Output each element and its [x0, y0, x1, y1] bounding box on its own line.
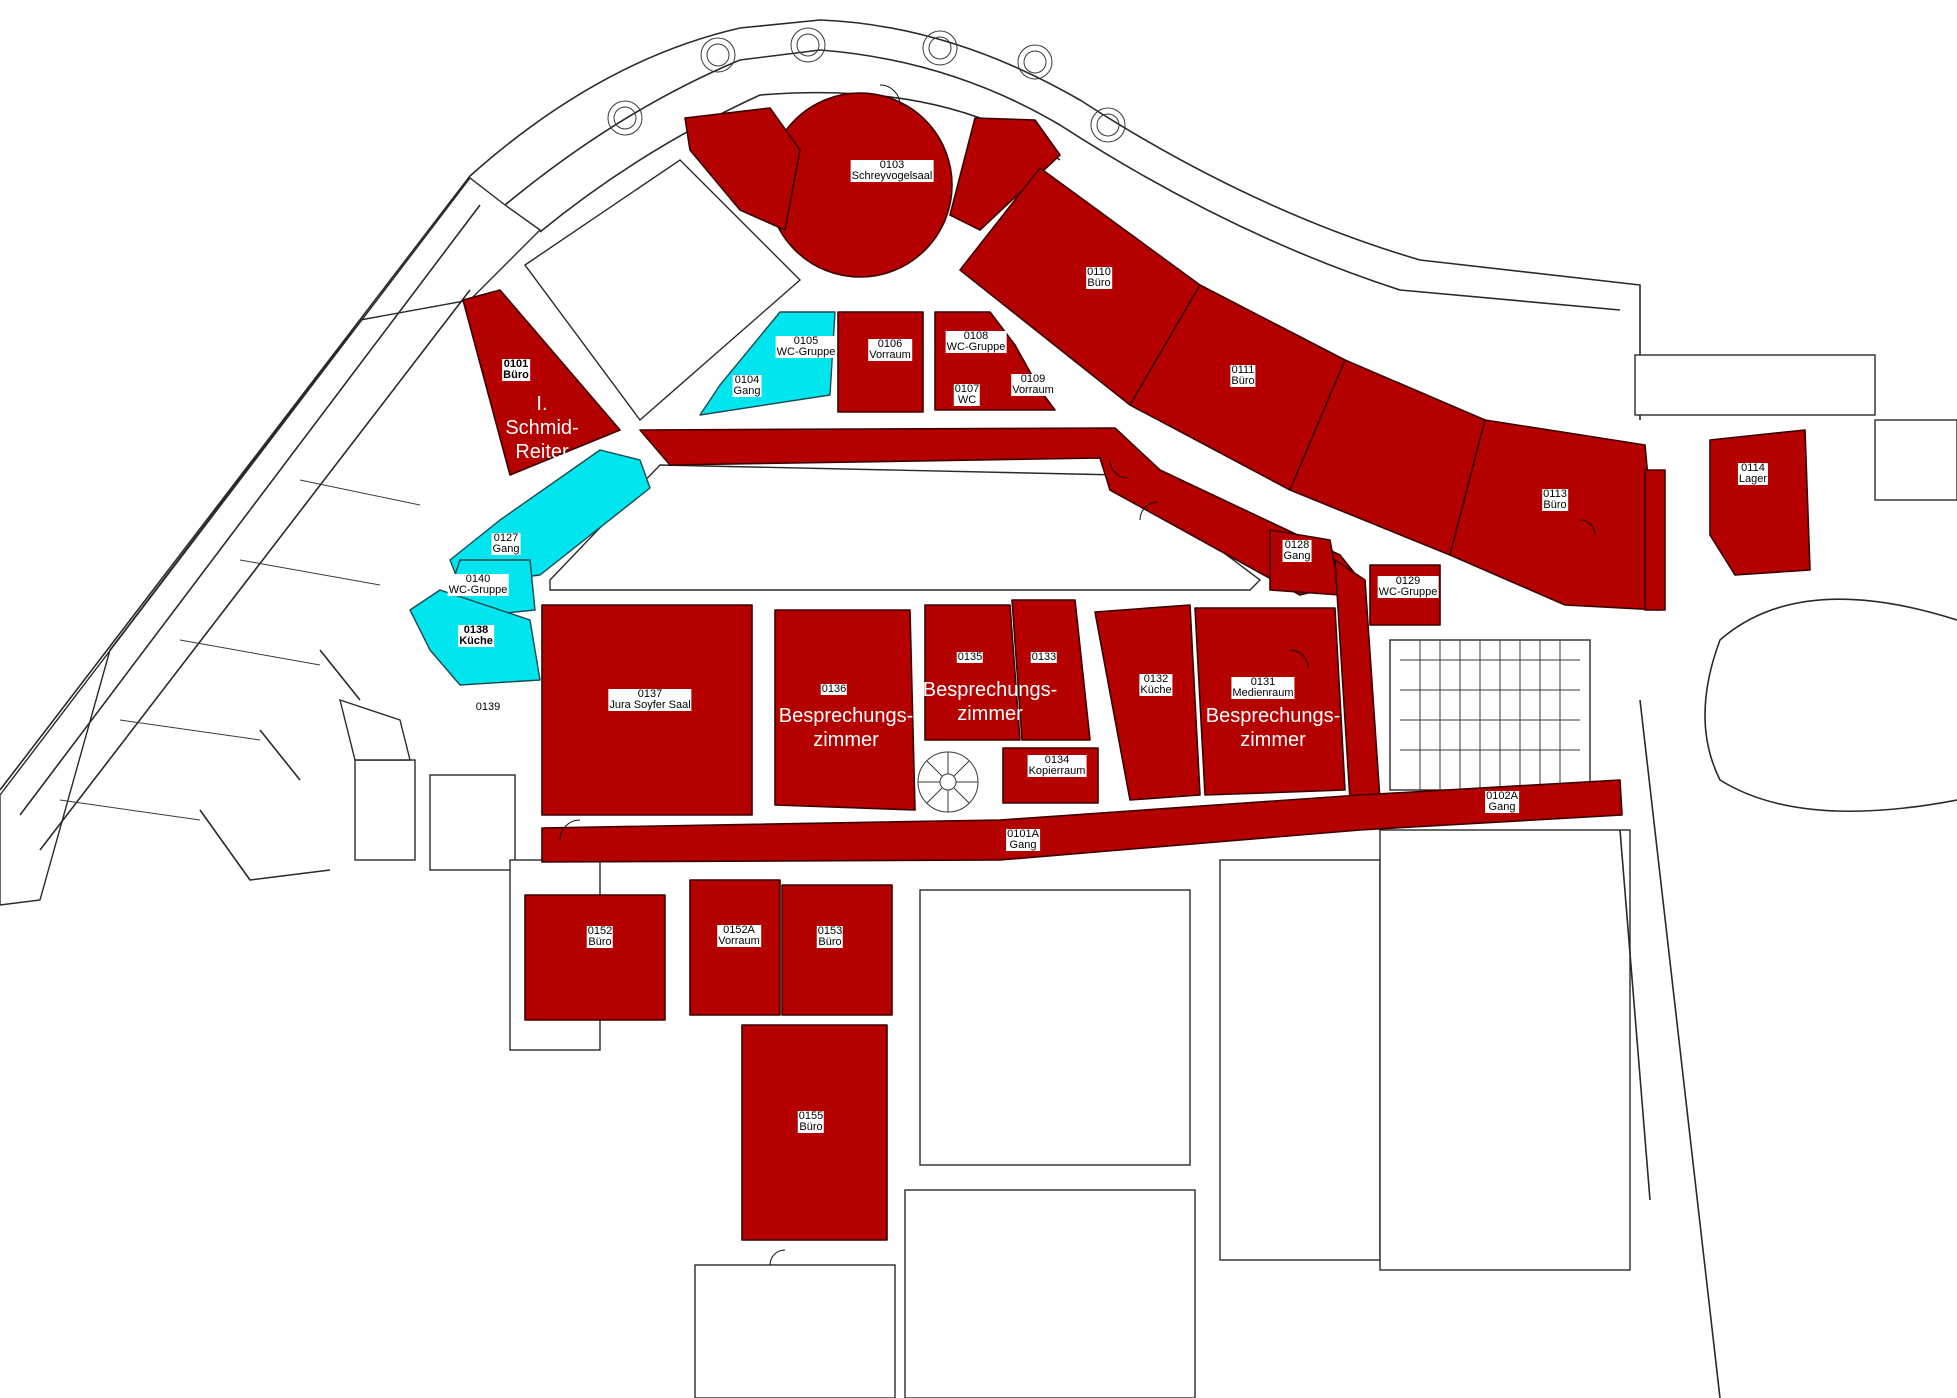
room-label-0133: 0133 — [1030, 651, 1058, 663]
occupant-label: I. Schmid- Reiter — [505, 393, 579, 463]
room-label-0139: 0139 — [474, 701, 502, 713]
besprechungszimmer-label-0135: Besprechungs- zimmer — [922, 679, 1058, 725]
building-outline — [0, 19, 1957, 1398]
besprechungszimmer-label-0136: Besprechungs- zimmer — [778, 705, 914, 751]
room-label-0135: 0135 — [956, 651, 984, 663]
doors — [559, 84, 1596, 1266]
spiral-stair — [917, 751, 979, 813]
room-label-0136: 0136 — [820, 683, 848, 695]
besprechungszimmer-label-0131: Besprechungs- zimmer — [1205, 705, 1341, 751]
